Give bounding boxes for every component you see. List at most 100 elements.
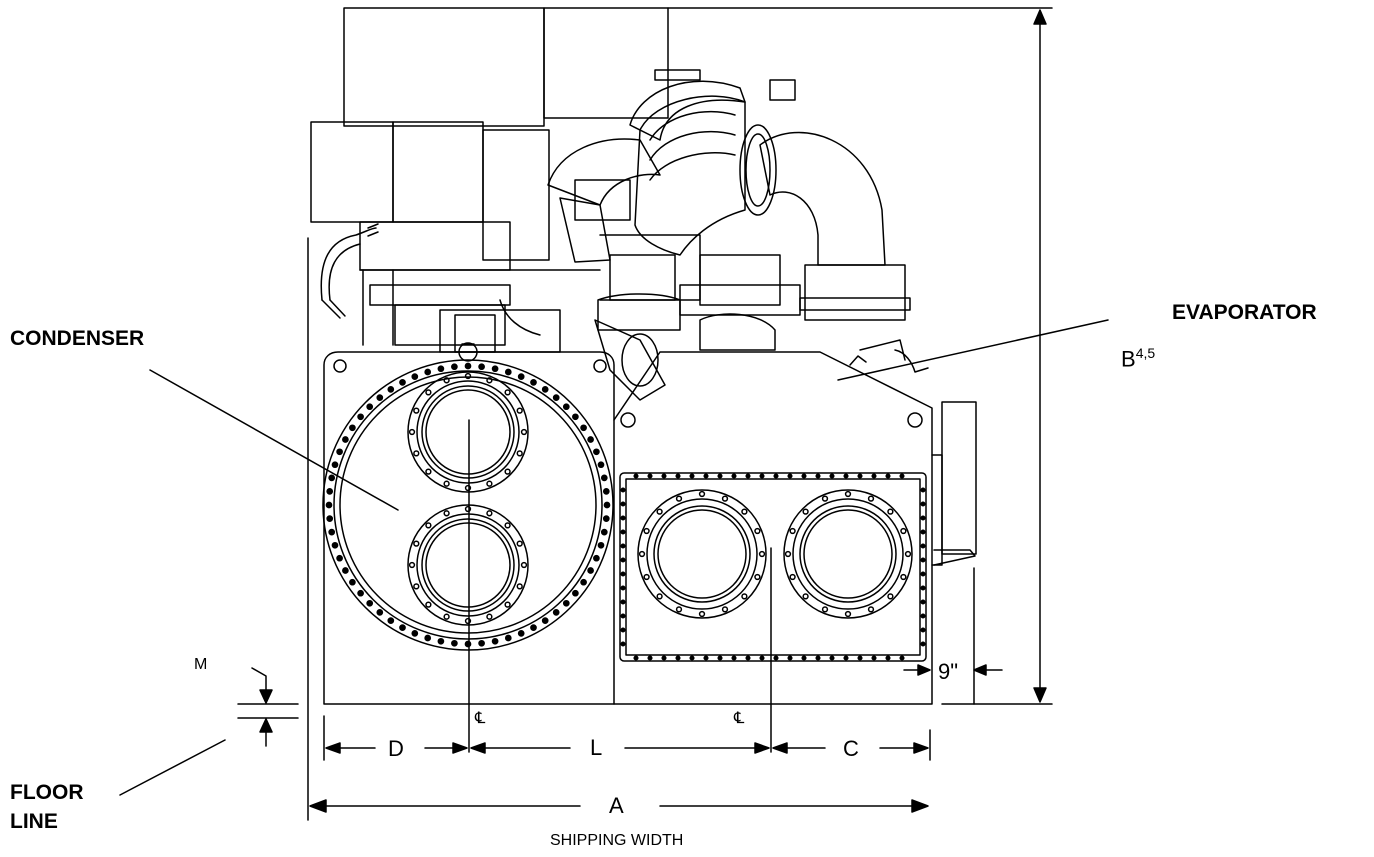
bolt-hole: [332, 462, 337, 467]
bolt-hole: [886, 474, 890, 478]
bolt-hole: [426, 523, 431, 528]
bolt-hole: [869, 607, 874, 612]
bolt-hole: [505, 602, 510, 607]
dimension-9-inch-label: 9": [938, 659, 959, 684]
bolt-hole: [573, 591, 578, 596]
bolt-hole: [886, 656, 890, 660]
bolt-hole: [493, 639, 498, 644]
bolt-hole: [564, 404, 569, 409]
bolt-hole: [803, 594, 808, 599]
bolt-hole: [388, 387, 393, 392]
bolt-hole: [790, 575, 795, 580]
bolt-hole: [581, 425, 586, 430]
bolt-hole: [742, 509, 747, 514]
compressor-assembly: [440, 70, 928, 400]
bolt-hole: [400, 380, 405, 385]
bolt-hole: [921, 502, 925, 506]
bolt-hole: [858, 474, 862, 478]
bolt-hole: [634, 656, 638, 660]
bolt-hole: [377, 610, 382, 615]
bolt-hole: [755, 529, 760, 534]
bolt-hole: [921, 600, 925, 604]
condenser-centerline-symbol: ℄: [475, 710, 486, 727]
bolt-hole: [644, 575, 649, 580]
bolt-hole: [921, 572, 925, 576]
bolt-hole: [505, 523, 510, 528]
bolt-hole: [830, 656, 834, 660]
bolt-hole: [337, 556, 342, 561]
bolt-hole: [466, 486, 471, 491]
bolt-hole: [327, 516, 332, 521]
bolt-hole: [438, 366, 443, 371]
bolt-hole: [522, 430, 527, 435]
bolt-hole: [802, 474, 806, 478]
bolt-hole: [921, 488, 925, 492]
bolt-hole: [872, 474, 876, 478]
bolt-hole: [718, 656, 722, 660]
bolt-hole: [466, 507, 471, 512]
evaporator-shell: [614, 352, 976, 704]
bolt-hole: [505, 469, 510, 474]
starter-panels: [311, 8, 668, 345]
bolt-hole: [377, 395, 382, 400]
bolt-hole: [554, 395, 559, 400]
bolt-hole: [676, 656, 680, 660]
bolt-hole: [506, 635, 511, 640]
bolt-hole: [343, 437, 348, 442]
bolt-hole: [921, 516, 925, 520]
bolt-hole: [487, 614, 492, 619]
bolt-hole: [648, 656, 652, 660]
dimension-b-label: B4,5: [1121, 345, 1156, 372]
bolt-hole: [786, 552, 791, 557]
bolt-hole: [588, 568, 593, 573]
bolt-hole: [350, 580, 355, 585]
bolt-hole: [522, 563, 527, 568]
bolt-hole: [640, 552, 645, 557]
bolt-hole: [426, 602, 431, 607]
bolt-hole: [519, 631, 524, 636]
bolt-hole: [466, 619, 471, 624]
bolt-hole: [823, 496, 828, 501]
bolt-hole: [921, 628, 925, 632]
bolt-hole: [604, 502, 609, 507]
bolt-hole: [350, 425, 355, 430]
bolt-hole: [479, 364, 484, 369]
bolt-hole: [621, 628, 625, 632]
bolt-hole: [621, 586, 625, 590]
bolt-hole: [662, 474, 666, 478]
bolt-hole: [803, 509, 808, 514]
bolt-hole: [621, 544, 625, 548]
dimension-9-inch: [904, 568, 1002, 704]
bolt-hole: [746, 656, 750, 660]
bolt-hole: [543, 387, 548, 392]
bolt-hole: [332, 543, 337, 548]
bolt-hole: [906, 552, 911, 557]
bolt-hole: [604, 516, 609, 521]
bolt-hole: [869, 496, 874, 501]
bolt-hole: [588, 437, 593, 442]
dimension-l-label: L: [590, 735, 603, 760]
bolt-hole: [329, 475, 334, 480]
condenser-shell: [323, 343, 614, 704]
bolt-hole: [621, 558, 625, 562]
bolt-hole: [554, 610, 559, 615]
bolt-hole: [816, 474, 820, 478]
shipping-width-label: SHIPPING WIDTH: [550, 832, 684, 849]
bolt-hole: [425, 369, 430, 374]
bolt-hole: [704, 656, 708, 660]
bolt-hole: [506, 369, 511, 374]
bolt-hole: [487, 378, 492, 383]
bolt-hole: [700, 612, 705, 617]
bolt-hole: [581, 580, 586, 585]
bolt-hole: [830, 474, 834, 478]
bolt-hole: [517, 584, 522, 589]
dimension-m-label: M: [194, 656, 208, 673]
bolt-hole: [517, 451, 522, 456]
bolt-hole: [621, 516, 625, 520]
bolt-hole: [426, 469, 431, 474]
bolt-hole: [760, 474, 764, 478]
bolt-hole: [598, 543, 603, 548]
floor-line-label-1: FLOOR: [10, 781, 84, 804]
bolt-hole: [816, 656, 820, 660]
bolt-hole: [690, 656, 694, 660]
